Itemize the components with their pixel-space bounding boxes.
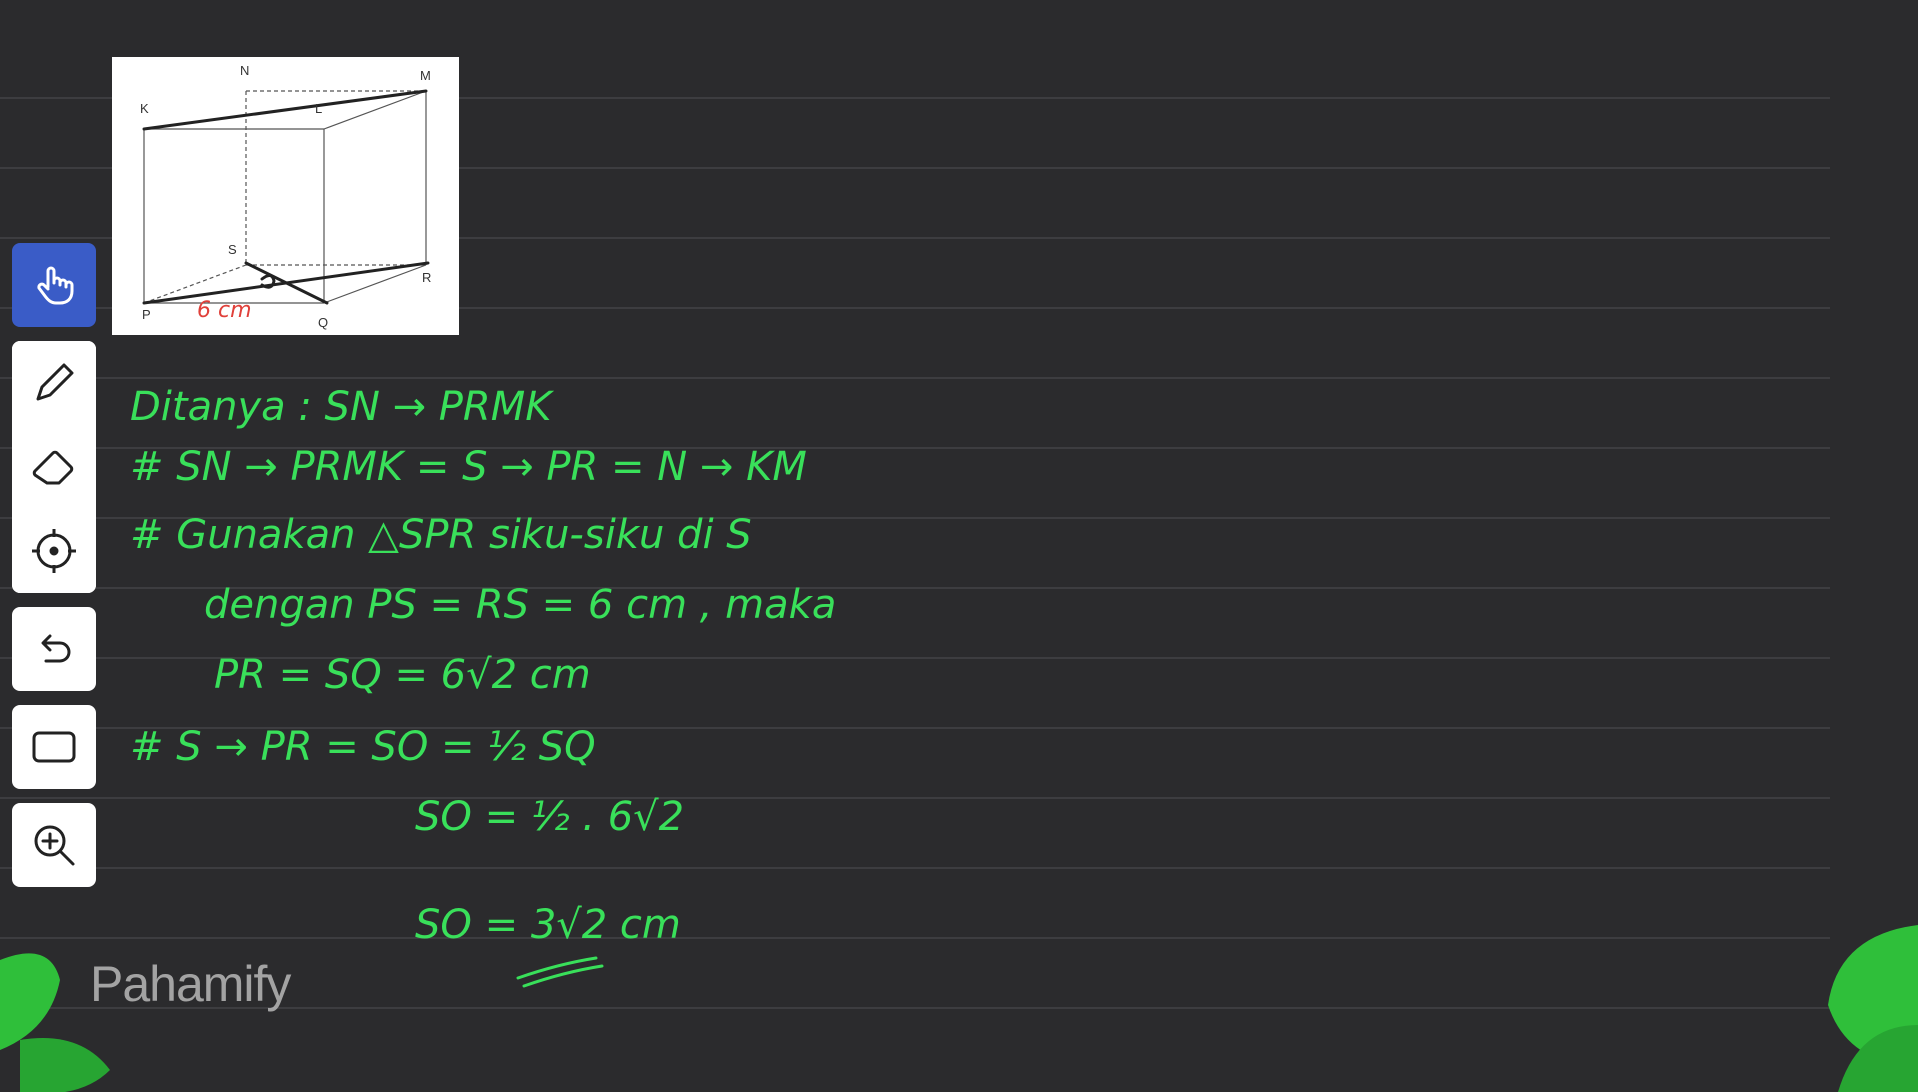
note-line-1: Ditanya : SN → PRMK: [130, 384, 554, 430]
rectangle-icon: [32, 731, 76, 763]
shape-tool[interactable]: [12, 705, 96, 789]
note-line-4: dengan PS = RS = 6 cm , maka: [204, 582, 836, 628]
vertex-k: K: [140, 101, 149, 116]
cube-figure: N M K L S R P Q O 6 cm: [112, 57, 459, 335]
hand-tool[interactable]: [12, 243, 96, 327]
vertex-p: P: [142, 307, 151, 322]
undo-icon: [41, 634, 71, 663]
hand-icon: [37, 266, 74, 305]
handwritten-notes: Ditanya : SN → PRMK # SN → PRMK = S → PR…: [130, 384, 836, 988]
pen-tool[interactable]: [12, 341, 96, 425]
drawing-toolbar: [12, 243, 96, 901]
note-line-5: PR = SQ = 6√2 cm: [214, 652, 591, 698]
eraser-icon: [32, 450, 74, 485]
edge-length-label: 6 cm: [197, 298, 252, 323]
tool-group: [12, 341, 96, 593]
zoom-in-icon: [34, 825, 75, 866]
leaf-decoration-right: [1828, 925, 1918, 1092]
crosshair-icon: [32, 529, 76, 573]
pencil-icon: [36, 363, 74, 401]
brand-logo: Pahamify: [90, 956, 291, 1012]
undo-tool[interactable]: [12, 607, 96, 691]
note-line-8: SO = 3√2 cm: [415, 902, 681, 948]
vertex-n: N: [240, 63, 249, 78]
note-line-3: # Gunakan △SPR siku-siku di S: [130, 512, 752, 558]
vertex-l: L: [315, 101, 322, 116]
note-line-6: # S → PR = SO = ½ SQ: [130, 724, 596, 770]
vertex-r: R: [422, 270, 431, 285]
vertex-m: M: [420, 68, 431, 83]
laser-tool[interactable]: [12, 509, 96, 593]
vertex-s: S: [228, 242, 237, 257]
eraser-tool[interactable]: [12, 425, 96, 509]
note-line-2: # SN → PRMK = S → PR = N → KM: [130, 444, 807, 490]
zoom-tool[interactable]: [12, 803, 96, 887]
vertex-o: O: [264, 292, 265, 294]
leaf-decoration-left: [0, 953, 110, 1092]
note-line-7: SO = ½ . 6√2: [415, 794, 684, 840]
vertex-q: Q: [318, 315, 328, 330]
